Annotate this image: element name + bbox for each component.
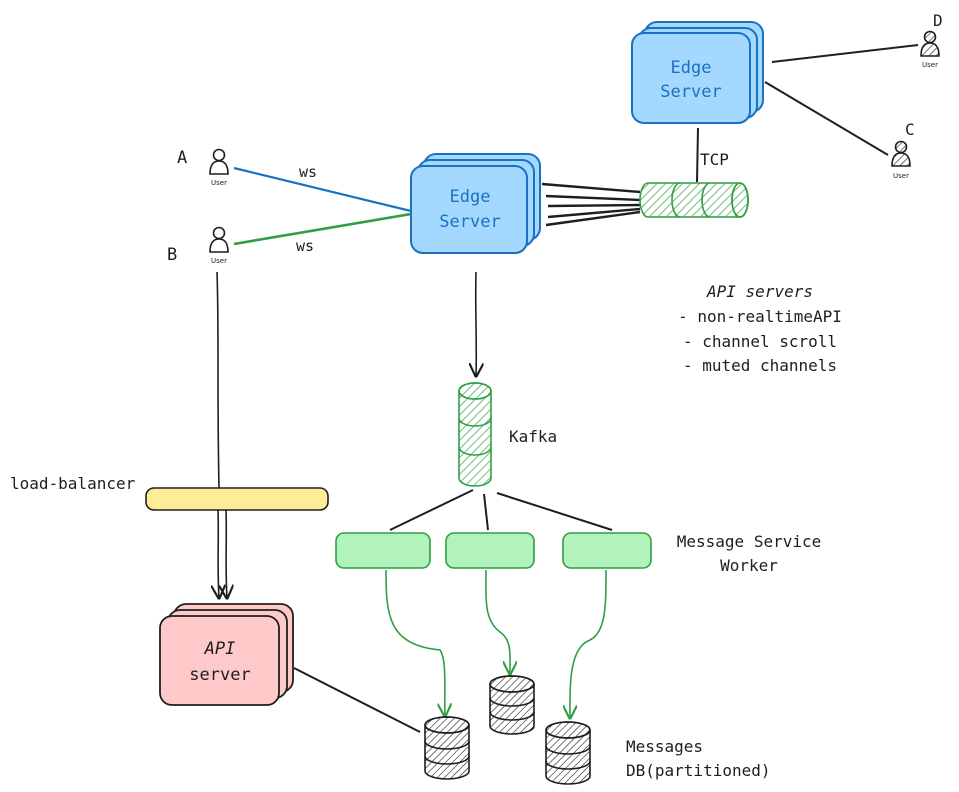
api-server-line2: server (189, 665, 250, 685)
db-cylinder-3 (545, 721, 591, 785)
user-b-body-icon (209, 238, 229, 253)
api-servers-note-item-3: - muted channels (683, 356, 837, 375)
edge-server-main-line2: Server (439, 212, 500, 232)
edge-server-top-line1: Edge (671, 58, 712, 78)
user-d: User (920, 30, 940, 69)
user-d-letter: D (933, 11, 943, 30)
tcp-queue (639, 182, 749, 218)
ws-label-b: ws (296, 237, 314, 255)
api-servers-note-title: API servers (706, 282, 813, 301)
message-service-line2: Worker (720, 556, 778, 575)
db-cylinder-2 (489, 675, 535, 735)
user-d-caption: User (922, 61, 938, 69)
user-a-caption: User (211, 179, 227, 187)
worker-box-1 (335, 532, 431, 569)
ws-label-a: ws (299, 163, 317, 181)
edge-server-top: Edge Server (631, 21, 764, 124)
user-c-letter: C (905, 120, 915, 139)
edge-server-top-line2: Server (660, 82, 721, 102)
user-b: User (209, 226, 229, 265)
load-balancer (145, 487, 329, 511)
user-a-letter: A (177, 148, 187, 168)
kafka-to-worker-2 (483, 493, 489, 531)
tcp-label: TCP (700, 150, 729, 169)
worker-box-2 (445, 532, 535, 569)
edge-server-main: Edge Server (410, 153, 541, 254)
messages-db-line1: Messages (626, 737, 703, 756)
kafka-label: Kafka (509, 427, 557, 446)
kafka-to-worker-3 (496, 492, 613, 531)
edge-to-queue-links (541, 182, 641, 227)
worker-2-to-db-arrow (485, 569, 510, 674)
lb-to-api-arrow-2 (226, 509, 227, 598)
user-d-head-icon (923, 30, 937, 44)
edge-server-main-line1: Edge (450, 187, 491, 207)
user-b-letter: B (167, 245, 177, 265)
user-a-body-icon (209, 160, 229, 175)
tcp-link (696, 127, 699, 183)
api-to-db-link (293, 667, 421, 733)
user-c-caption: User (893, 172, 909, 180)
user-c-body-icon (891, 152, 911, 167)
api-server: API server (159, 603, 294, 706)
edge-to-kafka-arrow (476, 271, 477, 376)
user-c: User (891, 140, 911, 180)
message-service-line1: Message Service (677, 532, 822, 551)
user-a: User (209, 148, 229, 187)
load-balancer-label: load-balancer (10, 474, 136, 493)
user-a-head-icon (212, 148, 226, 162)
api-server-line1: API (204, 639, 236, 659)
user-c-head-icon (894, 140, 908, 154)
message-workers (335, 532, 652, 569)
kafka-to-worker-1 (389, 489, 474, 531)
db-cylinder-1 (424, 716, 470, 780)
worker-1-to-db-arrow (385, 569, 445, 716)
lb-to-api-arrow-1 (218, 509, 219, 598)
edge-to-user-c-link (764, 81, 889, 156)
connection-lines (216, 44, 919, 733)
ws-link-b (233, 212, 412, 246)
messages-db-line2: DB(partitioned) (626, 761, 771, 780)
ws-link-a (233, 166, 412, 213)
kafka-queue (458, 382, 492, 487)
user-b-head-icon (212, 226, 226, 240)
api-servers-note-item-2: - channel scroll (683, 332, 837, 351)
worker-box-3 (562, 532, 652, 569)
user-b-caption: User (211, 257, 227, 265)
user-to-lb-line (216, 271, 220, 489)
worker-3-to-db-arrow (570, 569, 607, 718)
api-servers-note-item-1: - non-realtimeAPI (678, 307, 842, 326)
user-d-body-icon (920, 42, 940, 57)
api-servers-note: API servers - non-realtimeAPI - channel … (678, 282, 842, 375)
edge-to-user-d-link (771, 44, 919, 63)
